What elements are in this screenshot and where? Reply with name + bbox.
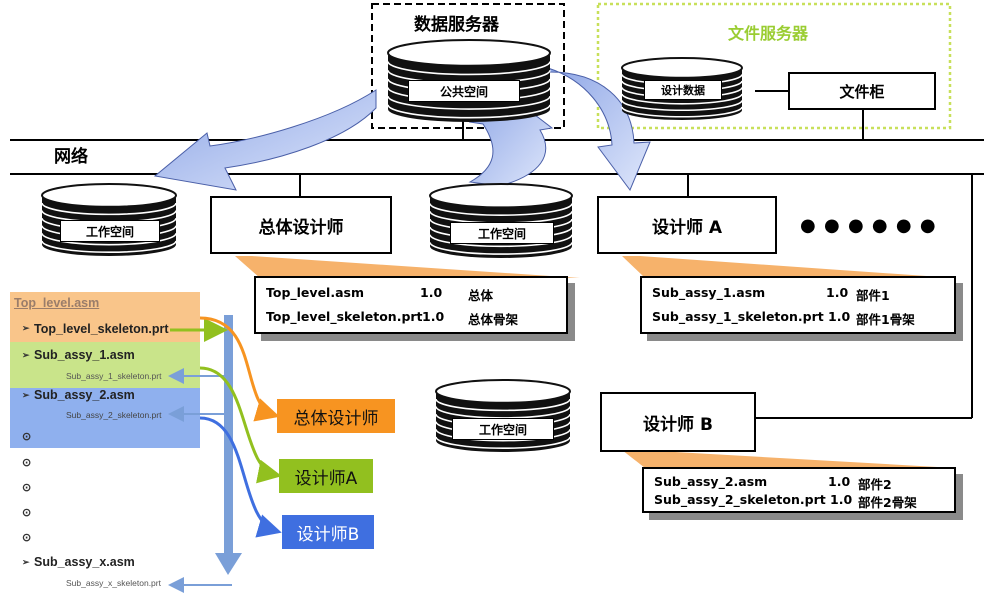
table-cell-version: 1.0 <box>830 492 853 507</box>
callout-wedge-designer-b <box>622 450 955 468</box>
tree-sub1[interactable]: Sub_assy_1.asm <box>34 348 135 362</box>
tree-bg-orange <box>10 292 200 342</box>
workspace-label-designer-a: 工作空间 <box>450 222 554 244</box>
designer-a-file-table: Sub_assy_1.asm 1.0 部件1 Sub_assy_1_skelet… <box>640 276 956 334</box>
chief-file-table: Top_level.asm 1.0 总体 Top_level_skeleton.… <box>254 276 568 334</box>
table-cell-file: Sub_assy_2_skeleton.prt <box>654 492 826 507</box>
table-cell-version: 1.0 <box>828 474 851 489</box>
cylinder-graphic <box>435 379 571 452</box>
assign-tag-designer-a: 设计师A <box>279 459 373 493</box>
table-cell-file: Top_level_skeleton.prt <box>266 309 423 324</box>
assign-curve-chief <box>199 316 280 422</box>
table-cell-desc: 总体 <box>468 288 494 303</box>
tree-bullet-icon: ⊙ <box>22 482 32 494</box>
tree-subx[interactable]: Sub_assy_x.asm <box>34 555 135 569</box>
transfer-arrow-to-chief <box>153 89 377 191</box>
assign-curve-designer-a <box>199 366 282 484</box>
file-cabinet-box: 文件柜 <box>788 72 936 110</box>
tree-arrow-icon: ➢ <box>22 323 30 333</box>
chief-designer-box: 总体设计师 <box>210 196 392 254</box>
tree-bullet-icon: ⊙ <box>22 431 32 443</box>
file-server-title: 文件服务器 <box>728 24 809 43</box>
callout-wedge-chief <box>235 256 580 278</box>
tree-top-skeleton[interactable]: Top_level_skeleton.prt <box>34 322 169 336</box>
table-cell-desc: 部件1骨架 <box>856 312 915 327</box>
table-cell-desc: 总体骨架 <box>468 312 519 327</box>
table-cell-version: 1.0 <box>422 309 445 324</box>
tree-trunk-head <box>215 553 242 575</box>
workspace-label-chief: 工作空间 <box>60 220 160 242</box>
tree-bullet-icon: ⊙ <box>22 507 32 519</box>
tree-bullet-icon: ⊙ <box>22 532 32 544</box>
assign-tag-designer-b: 设计师B <box>282 515 374 549</box>
network-label: 网络 <box>54 147 88 167</box>
tree-sub2[interactable]: Sub_assy_2.asm <box>34 388 135 402</box>
table-cell-file: Sub_assy_1_skeleton.prt <box>652 309 824 324</box>
tree-sub1-skeleton[interactable]: Sub_assy_1_skeleton.prt <box>66 371 162 381</box>
public-space-label: 公共空间 <box>408 80 520 102</box>
more-designers-ellipsis: ● ● ● ● ● ● <box>800 215 937 236</box>
workspace-label-designer-b: 工作空间 <box>452 418 554 440</box>
table-cell-file: Sub_assy_2.asm <box>654 474 768 489</box>
tree-arrow-icon: ➢ <box>22 557 30 567</box>
design-data-label: 设计数据 <box>644 80 722 100</box>
tree-bullet-icon: ⊙ <box>22 457 32 469</box>
cylinder-graphic <box>429 183 573 258</box>
tree-arrow-icon: ➢ <box>22 350 30 360</box>
transfer-arrow-to-designer-a <box>547 67 651 192</box>
callout-wedge-designer-a <box>622 256 955 278</box>
file-server-frame <box>596 2 952 130</box>
tree-sub2-skeleton[interactable]: Sub_assy_2_skeleton.prt <box>66 410 162 420</box>
table-cell-desc: 部件2 <box>858 477 892 492</box>
data-server-frame <box>371 3 565 129</box>
tree-subx-skeleton[interactable]: Sub_assy_x_skeleton.prt <box>66 578 161 588</box>
connector-lines <box>299 90 973 419</box>
table-cell-desc: 部件2骨架 <box>858 495 917 510</box>
table-cell-file: Sub_assy_1.asm <box>652 285 766 300</box>
table-cell-version: 1.0 <box>826 285 849 300</box>
assign-curve-designer-b <box>199 416 282 538</box>
workspace-cylinder-designer-a <box>428 182 574 260</box>
table-cell-version: 1.0 <box>420 285 443 300</box>
designer-b-file-table: Sub_assy_2.asm 1.0 部件2 Sub_assy_2_skelet… <box>642 467 956 513</box>
data-server-title: 数据服务器 <box>414 15 499 35</box>
designer-a-box: 设计师 A <box>597 196 777 254</box>
table-cell-desc: 部件1 <box>856 288 890 303</box>
table-cell-file: Top_level.asm <box>266 285 364 300</box>
assign-tag-chief: 总体设计师 <box>277 399 395 433</box>
workspace-cylinder-designer-b <box>434 378 572 454</box>
tree-arrow-icon: ➢ <box>22 390 30 400</box>
table-cell-version: 1.0 <box>828 309 851 324</box>
designer-b-box: 设计师 B <box>600 392 756 452</box>
tree-root[interactable]: Top_level.asm <box>14 296 100 310</box>
